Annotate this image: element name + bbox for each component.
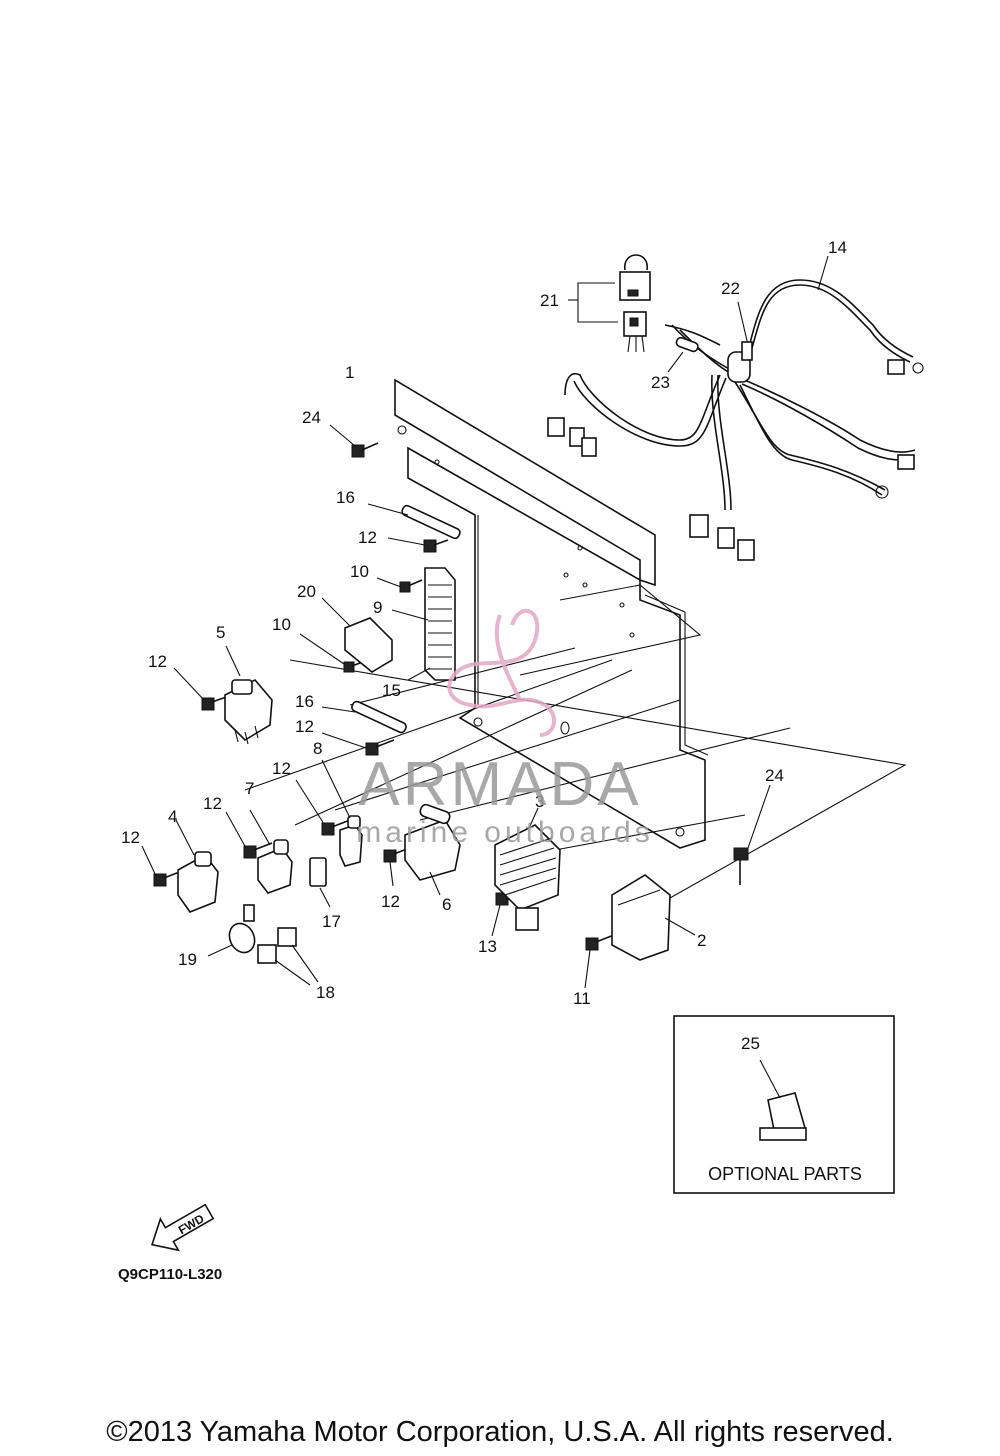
terminal-block bbox=[391, 567, 456, 681]
callout-12a: 12 bbox=[358, 528, 377, 547]
callout-24a: 24 bbox=[302, 408, 321, 427]
callout-10b: 10 bbox=[272, 615, 291, 634]
callout-11: 11 bbox=[573, 989, 591, 1008]
callout-labels: 1 2 3 4 5 6 7 8 9 10 10 11 12 12 12 12 1… bbox=[121, 238, 847, 1053]
callout-12c: 12 bbox=[295, 717, 314, 736]
bolt-24-right bbox=[733, 847, 749, 885]
callout-13: 13 bbox=[478, 937, 497, 956]
connectors-18 bbox=[257, 927, 319, 986]
callout-12e: 12 bbox=[203, 794, 222, 813]
plates bbox=[321, 503, 461, 734]
callout-21: 21 bbox=[540, 291, 559, 310]
callout-2: 2 bbox=[697, 931, 706, 950]
callout-8: 8 bbox=[313, 739, 322, 758]
callout-17: 17 bbox=[322, 912, 341, 931]
relay-20 bbox=[321, 597, 393, 673]
callout-16a: 16 bbox=[336, 488, 355, 507]
copyright: ©2013 Yamaha Motor Corporation, U.S.A. A… bbox=[106, 1416, 894, 1448]
diagram-code: Q9CP110-L320 bbox=[118, 1266, 222, 1283]
rectifier-3 bbox=[494, 807, 561, 931]
watermark-brand: ARMADA bbox=[358, 750, 641, 819]
connector-set bbox=[568, 254, 651, 353]
relay-6 bbox=[404, 803, 461, 896]
callout-10a: 10 bbox=[350, 562, 369, 581]
unit-2 bbox=[611, 874, 696, 961]
callout-22: 22 bbox=[721, 279, 740, 298]
callout-12f: 12 bbox=[121, 828, 140, 847]
watermark: ARMADA marine outboards bbox=[356, 608, 653, 849]
fwd-arrow: FWD bbox=[151, 1203, 215, 1252]
callout-9: 9 bbox=[373, 598, 382, 617]
bolt-24-top bbox=[351, 442, 379, 458]
callout-12b: 12 bbox=[148, 652, 167, 671]
callout-12d: 12 bbox=[272, 759, 291, 778]
callout-15: 15 bbox=[382, 681, 401, 700]
callout-24b: 24 bbox=[765, 766, 784, 785]
bolts bbox=[141, 424, 771, 989]
optional-parts-title: OPTIONAL PARTS bbox=[708, 1164, 862, 1184]
callout-23: 23 bbox=[651, 373, 670, 392]
callout-25: 25 bbox=[741, 1034, 760, 1053]
watermark-tagline: marine outboards bbox=[356, 816, 653, 849]
watermark-logo-icon bbox=[447, 608, 556, 737]
mounting-bracket bbox=[394, 378, 709, 849]
callout-7: 7 bbox=[245, 779, 254, 798]
connector-17 bbox=[309, 857, 331, 908]
callout-12g: 12 bbox=[381, 892, 400, 911]
callout-4: 4 bbox=[168, 807, 177, 826]
callout-5: 5 bbox=[216, 623, 225, 642]
callout-20: 20 bbox=[297, 582, 316, 601]
relay-8 bbox=[321, 759, 363, 867]
unit-4 bbox=[175, 819, 219, 913]
relay-5 bbox=[224, 645, 273, 745]
clamp-19 bbox=[207, 904, 256, 957]
clamp-and-fuse bbox=[664, 301, 753, 373]
callout-18: 18 bbox=[316, 983, 335, 1002]
callout-6: 6 bbox=[442, 895, 451, 914]
callout-14: 14 bbox=[828, 238, 847, 257]
callout-19: 19 bbox=[178, 950, 197, 969]
relay-7 bbox=[249, 809, 293, 894]
callout-16b: 16 bbox=[295, 692, 314, 711]
callout-1: 1 bbox=[345, 363, 354, 382]
callout-3: 3 bbox=[535, 792, 544, 811]
optional-parts-box: OPTIONAL PARTS bbox=[673, 1015, 895, 1194]
